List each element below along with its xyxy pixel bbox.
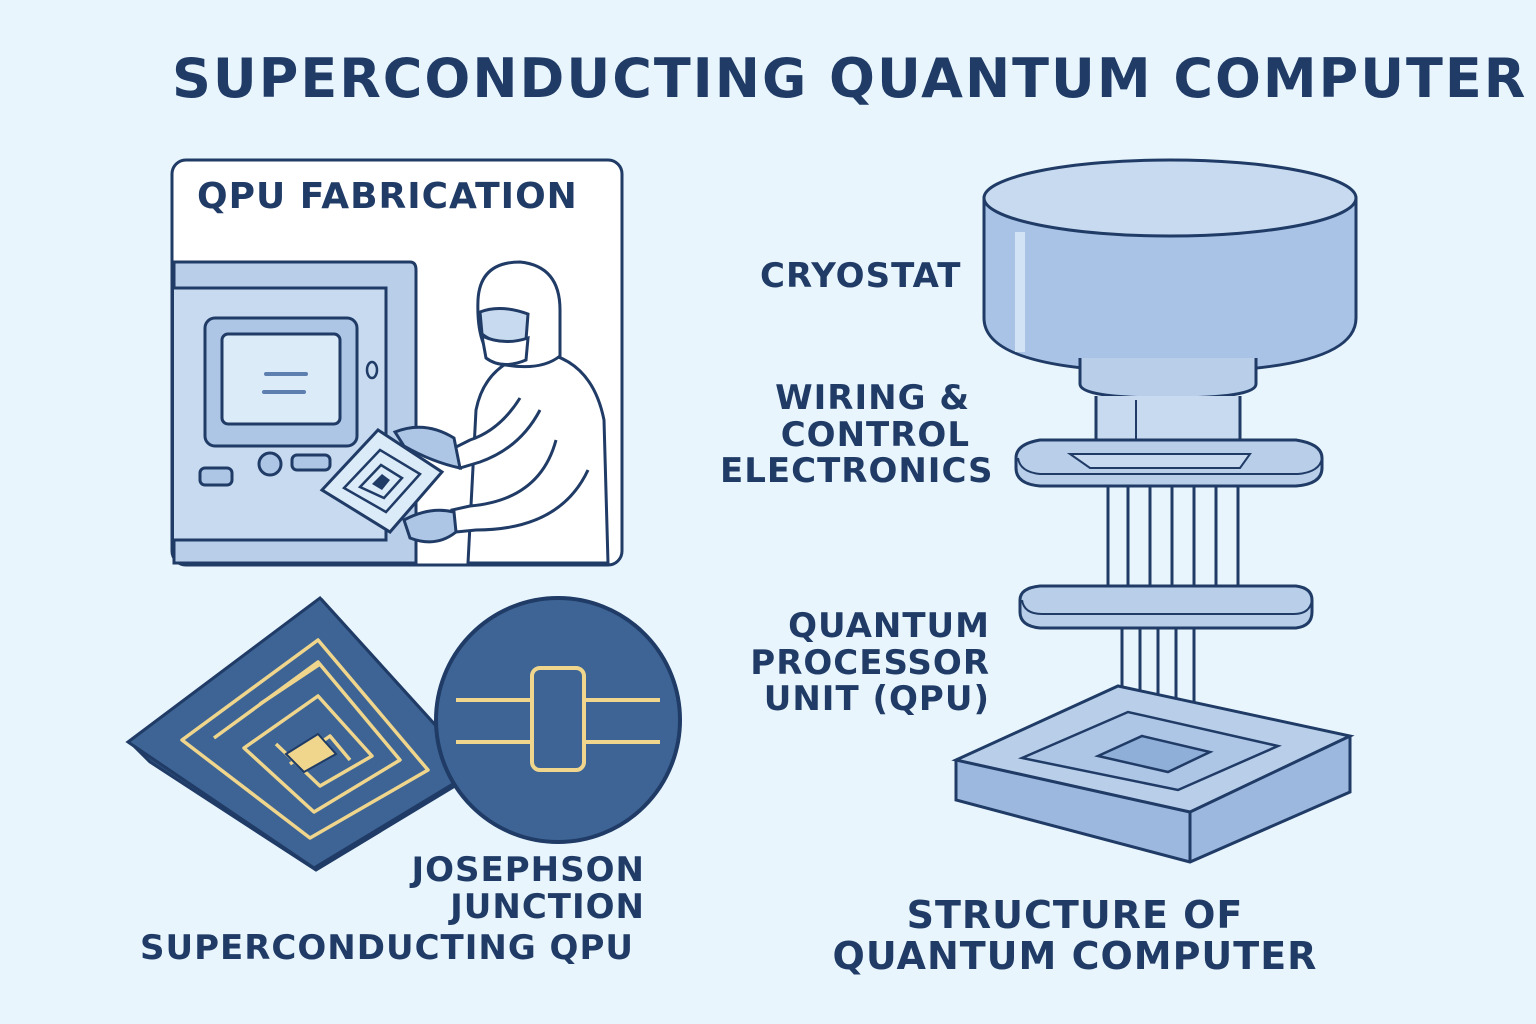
josephson-junction-magnifier (434, 596, 682, 844)
qpu-die (1094, 734, 1214, 774)
face-mask (480, 333, 530, 366)
glove (402, 508, 458, 544)
structure-caption: STRUCTURE OF QUANTUM COMPUTER (832, 893, 1318, 979)
josephson-junction-symbol (530, 666, 586, 772)
josephson-junction-label: JOSEPHSON JUNCTION (411, 850, 645, 927)
glove (392, 425, 462, 470)
wafer (319, 428, 445, 534)
superconducting-qpu-chip (125, 595, 481, 872)
machine-screen (220, 332, 342, 426)
quantum-computer-structure (951, 158, 1358, 864)
superconducting-qpu-label: SUPERCONDUCTING QPU (140, 928, 634, 968)
wiring-control-plate (1014, 438, 1324, 488)
cryostat-label: CRYOSTAT (760, 256, 962, 296)
cleanroom-technician (392, 260, 610, 565)
wiring-label: WIRING & CONTROL ELECTRONICS (720, 378, 994, 492)
page-title: SUPERCONDUCTING QUANTUM COMPUTER (172, 47, 1528, 110)
qpu-plate (1018, 584, 1314, 630)
fabrication-label: QPU FABRICATION (197, 176, 578, 217)
qpu-base (951, 684, 1355, 864)
qubit-pad (284, 732, 338, 774)
machine-button (290, 453, 332, 472)
cryostat (982, 158, 1358, 454)
machine-knob (257, 451, 283, 477)
qpu-label: QUANTUM PROCESSOR UNIT (QPU) (750, 606, 990, 720)
machine-button (198, 466, 234, 487)
fabrication-panel (170, 158, 624, 567)
